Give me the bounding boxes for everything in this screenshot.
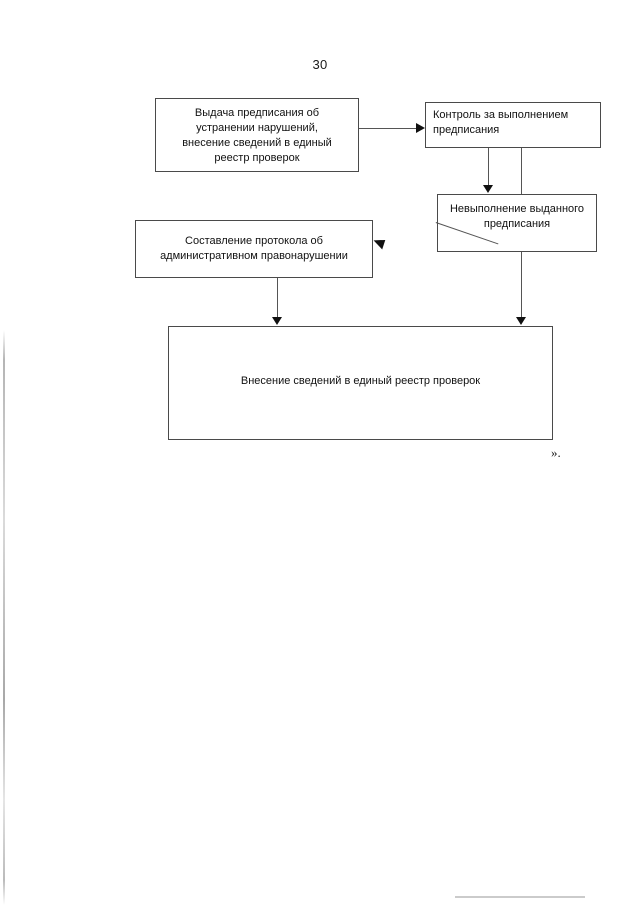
flowchart-node-control: Контроль за выполнением предписания <box>425 102 601 148</box>
node-text-line: Невыполнение выданного <box>449 203 585 215</box>
flowchart-node-registry-text: Внесение сведений в единый реестр провер… <box>169 374 552 389</box>
scan-edge-artifact-left <box>3 0 5 905</box>
flowchart-node-protocol: Составление протокола об административно… <box>135 220 373 278</box>
arrowhead-down-icon <box>516 317 526 325</box>
flowchart-node-nonfulfilment: Невыполнение выданного предписания <box>437 194 597 252</box>
node-text-line: административном правонарушении <box>160 250 348 262</box>
connector-prescription-to-control <box>359 128 418 129</box>
node-text-line: устранении нарушений, <box>196 122 318 134</box>
connector-control-to-registry-lower <box>521 252 522 318</box>
node-text-line: Выдача предписания об <box>194 107 320 119</box>
connector-control-to-registry-upper <box>521 148 522 194</box>
flowchart-node-protocol-text: Составление протокола об административно… <box>136 234 372 264</box>
node-text-line: внесение сведений в единый <box>182 137 332 149</box>
node-text-line: реестр проверок <box>214 152 300 164</box>
connector-protocol-to-registry <box>277 278 278 318</box>
flowchart-node-prescription: Выдача предписания об устранении нарушен… <box>155 98 359 172</box>
flowchart-node-registry: Внесение сведений в единый реестр провер… <box>168 326 553 440</box>
node-text-line: предписания <box>433 124 500 136</box>
arrowhead-down-icon <box>272 317 282 325</box>
arrowhead-left-icon <box>371 236 386 250</box>
flowchart-node-nonfulfilment-text: Невыполнение выданного предписания <box>438 202 596 232</box>
arrowhead-right-icon <box>416 123 425 133</box>
scan-edge-artifact-bottom <box>455 896 585 898</box>
node-text-line: Составление протокола об <box>185 235 323 247</box>
node-text-line: предписания <box>483 218 551 230</box>
flowchart-node-prescription-text: Выдача предписания об устранении нарушен… <box>156 106 358 166</box>
flowchart-node-control-text: Контроль за выполнением предписания <box>426 108 600 138</box>
closing-quotation-mark: ». <box>551 445 561 460</box>
page-number: 30 <box>312 57 328 72</box>
node-text-line: Внесение сведений в единый реестр провер… <box>240 375 481 387</box>
connector-control-to-nonfulfilment <box>488 148 489 186</box>
node-text-line: Контроль за выполнением <box>433 109 569 121</box>
arrowhead-down-icon <box>483 185 493 193</box>
